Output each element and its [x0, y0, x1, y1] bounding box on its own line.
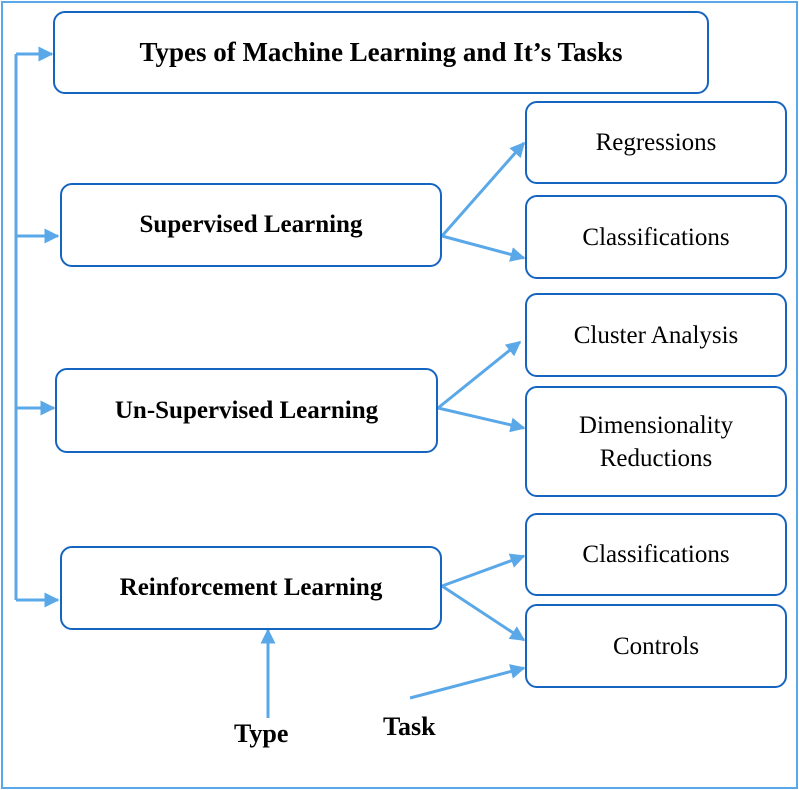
unsupervised-to-cluster-arrow — [437, 340, 522, 410]
task-label-classifications: Classifications — [582, 223, 730, 251]
supervised-to-regressions-arrow — [440, 141, 526, 237]
type-box-reinforcement: Reinforcement Learning — [60, 546, 442, 630]
task-box-dimensionality-reductions: Dimensionality Reductions — [525, 386, 787, 497]
task-box-regressions: Regressions — [525, 101, 787, 184]
task-legend-label: Task — [383, 712, 436, 741]
task-box-classifications-rl: Classifications — [525, 513, 787, 596]
type-box-supervised: Supervised Learning — [60, 183, 442, 267]
reinforcement-to-classifications-arrow — [441, 553, 526, 588]
task-label-regressions: Regressions — [595, 129, 717, 156]
task-label-cluster-analysis: Cluster Analysis — [573, 321, 739, 349]
title-box: Types of Machine Learning and It’s Tasks — [53, 11, 709, 94]
task-label-controls: Controls — [612, 632, 700, 660]
type-legend-label: Type — [234, 719, 289, 748]
task-legend-arrow — [409, 664, 526, 700]
task-box-cluster-analysis: Cluster Analysis — [525, 293, 787, 377]
type-label-reinforcement: Reinforcement Learning — [119, 574, 383, 601]
type-label-supervised: Supervised Learning — [139, 211, 363, 238]
task-label-classifications-rl: Classifications — [582, 541, 730, 568]
diagram-title: Types of Machine Learning and It’s Tasks — [139, 37, 623, 67]
supervised-to-classifications-arrow — [441, 234, 526, 262]
task-label-dimensionality-reductions: Dimensionality Reductions — [578, 411, 734, 472]
task-box-controls: Controls — [525, 604, 787, 688]
type-label-unsupervised: Un-Supervised Learning — [114, 396, 379, 424]
task-box-classifications: Classifications — [525, 195, 787, 279]
reinforcement-to-controls-arrow — [441, 584, 526, 642]
unsupervised-to-dimensionality-arrow — [437, 406, 526, 433]
type-box-unsupervised: Un-Supervised Learning — [55, 368, 438, 453]
